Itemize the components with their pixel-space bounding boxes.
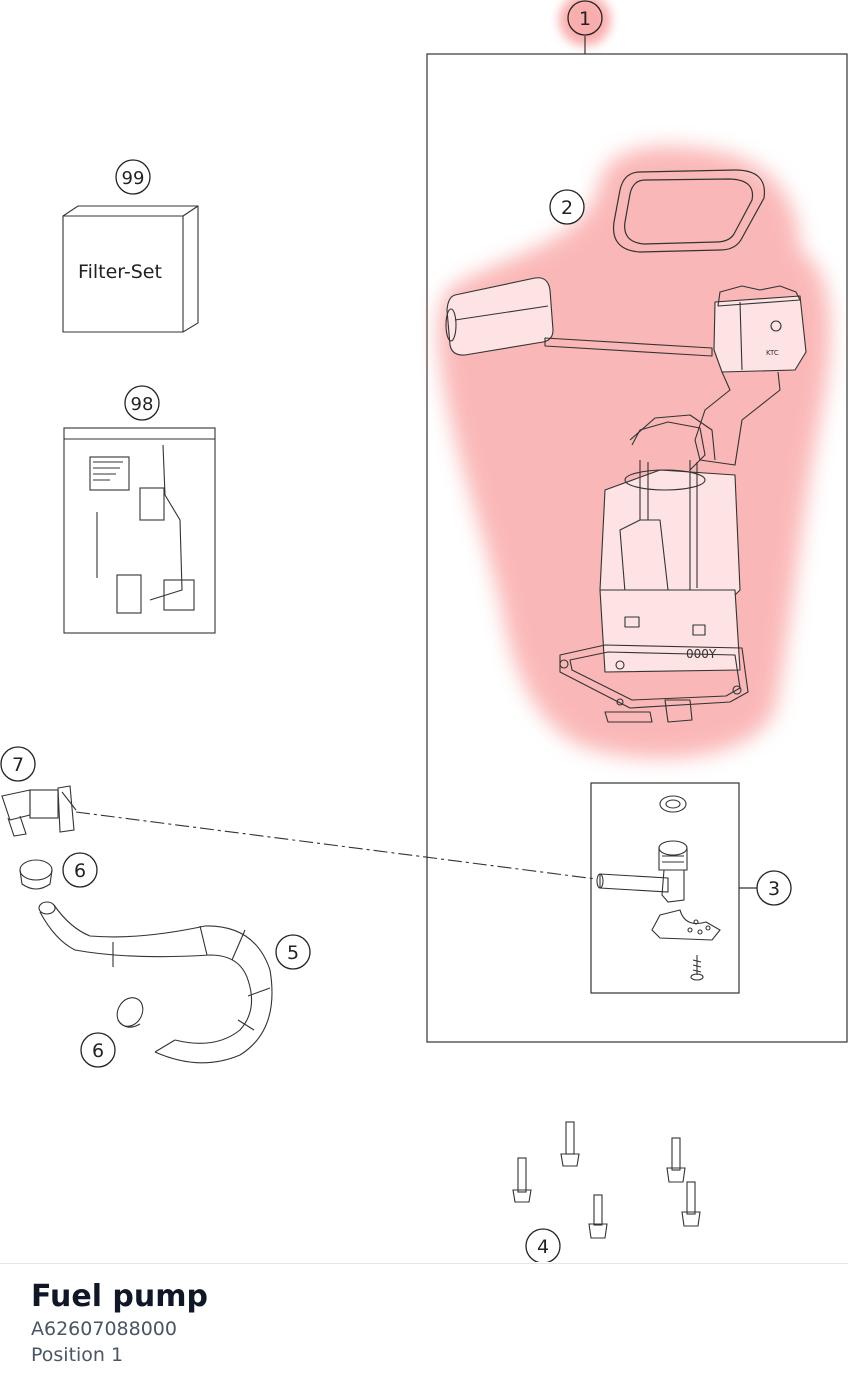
exploded-parts-diagram: 1 2 KTC 000: [0, 0, 848, 1262]
assembly-frame: [426, 53, 848, 1043]
part-name: Fuel pump: [31, 1279, 208, 1314]
svg-text:98: 98: [131, 394, 154, 415]
svg-text:1: 1: [579, 8, 591, 30]
quick-connector: [1, 785, 77, 837]
svg-text:4: 4: [537, 1236, 549, 1258]
callout-99[interactable]: 99: [115, 159, 151, 195]
hose-clamp-lower: [116, 997, 144, 1028]
sender-kit-box: [63, 427, 216, 634]
callout-6-upper[interactable]: 6: [62, 852, 98, 888]
filter-set-label: Filter-Set: [78, 261, 162, 283]
fuel-hose: [38, 901, 273, 1064]
part-position: Position 1: [31, 1344, 124, 1366]
callout-5[interactable]: 5: [275, 934, 311, 970]
leader-line-7-to-3: [75, 811, 597, 880]
svg-text:7: 7: [12, 754, 24, 776]
divider: [0, 1263, 848, 1264]
svg-text:6: 6: [92, 1040, 104, 1062]
svg-text:6: 6: [74, 860, 86, 882]
callout-1-highlight: [559, 0, 611, 46]
part-info: Fuel pump A62607088000 Position 1: [31, 1278, 208, 1368]
fuel-pump-assembly: KTC 000Y: [445, 277, 807, 723]
part-number: A62607088000: [31, 1318, 177, 1340]
callout-4[interactable]: 4: [525, 1228, 561, 1262]
screws: [512, 1121, 701, 1239]
svg-text:KTC: KTC: [766, 349, 779, 357]
gasket-ring: [612, 169, 766, 253]
connector-kit-frame: [590, 782, 740, 994]
callout-3[interactable]: 3: [756, 870, 792, 906]
svg-text:99: 99: [122, 168, 145, 189]
callout-7[interactable]: 7: [0, 746, 36, 782]
svg-text:5: 5: [287, 942, 299, 964]
connector-kit-parts: [596, 795, 721, 981]
svg-text:2: 2: [561, 197, 573, 219]
callout-98[interactable]: 98: [124, 385, 160, 421]
callout-2[interactable]: 2: [549, 189, 585, 225]
hose-clamp-upper: [19, 859, 53, 890]
svg-text:3: 3: [768, 878, 780, 900]
callout-6-lower[interactable]: 6: [80, 1032, 116, 1068]
callout-1[interactable]: 1: [567, 0, 603, 36]
filter-set-box: [62, 205, 199, 333]
